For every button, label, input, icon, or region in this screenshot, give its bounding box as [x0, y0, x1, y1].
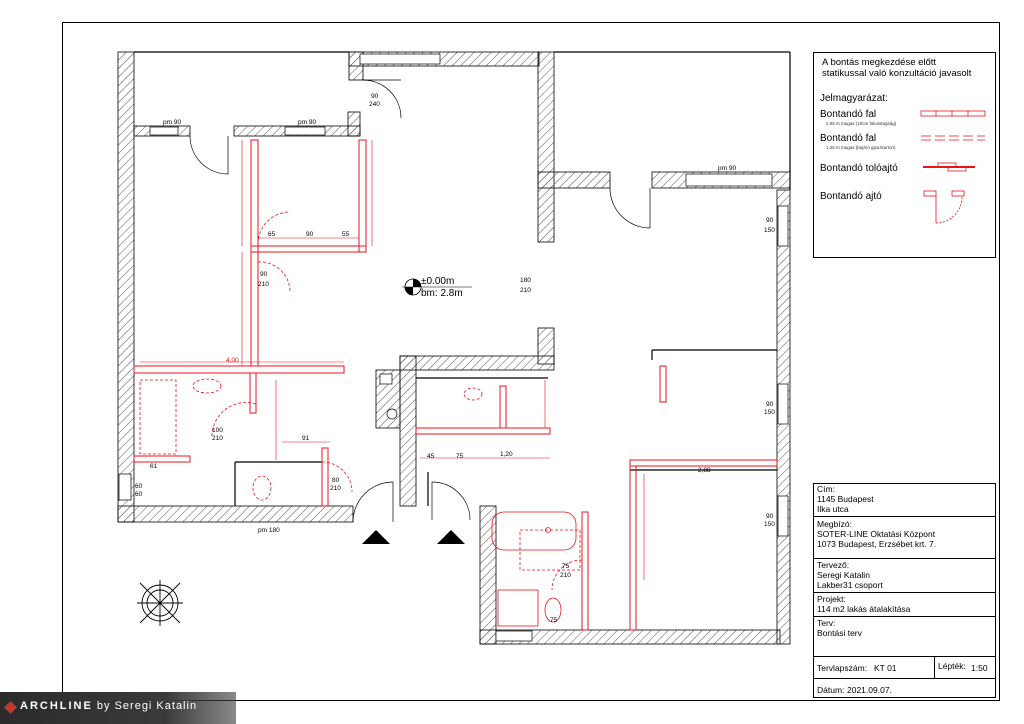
interior-walls [134, 51, 791, 506]
svg-text:1,20: 1,20 [500, 451, 513, 458]
svg-text:61: 61 [150, 463, 158, 470]
svg-text:90: 90 [766, 513, 774, 520]
svg-text:210: 210 [212, 435, 223, 442]
legend-box: A bontás megkezdése előtt statikussal va… [813, 52, 996, 258]
svg-text:90: 90 [766, 401, 774, 408]
demolition-walls [133, 139, 778, 631]
tb-project: Projekt: 114 m2 lakás átalakítása [814, 592, 995, 616]
structural-walls [117, 51, 791, 645]
svg-text:2,88: 2,88 [698, 467, 711, 474]
svg-text:60: 60 [135, 491, 143, 498]
svg-text:90: 90 [306, 231, 314, 238]
svg-text:90: 90 [766, 217, 774, 224]
door-swings [189, 79, 651, 523]
svg-text:90: 90 [260, 271, 268, 278]
brand-logo-text: ARCHLINE [20, 700, 93, 712]
entrance-arrows [362, 530, 465, 544]
svg-text:100: 100 [212, 427, 223, 434]
svg-text:pm 90: pm 90 [718, 165, 736, 172]
archline-brand: ARCHLINE by Seregi Katalin [0, 692, 236, 724]
misc-symbols [379, 373, 398, 420]
legend-wall-half: Bontandó fal [820, 133, 877, 144]
svg-text:75: 75 [456, 453, 464, 460]
svg-text:240: 240 [369, 101, 380, 108]
plan-labels: ±0.00m bm: 2.8m pm 90 pm 90 pm 90 pm 180… [135, 93, 775, 534]
plan-labels-red: 65 90 55 90 210 4,00 100 210 91 61 80 21… [150, 231, 711, 624]
svg-text:90: 90 [371, 93, 379, 100]
tb-sheet-number: Tervlapszám: KT 01 Lépték: 1:50 [814, 656, 995, 679]
legend-title: Jelmagyarázat: [820, 93, 888, 104]
svg-text:210: 210 [258, 281, 269, 288]
svg-text:75: 75 [562, 563, 570, 570]
tb-date: Dátum: 2021.09.07. [814, 678, 995, 698]
svg-text:75: 75 [550, 617, 558, 624]
svg-text:150: 150 [764, 409, 775, 416]
title-block: Cím: 1145 Budapest Ilka utca Megbízó: SO… [813, 483, 996, 698]
svg-text:150: 150 [764, 227, 775, 234]
legend-sliding-door: Bontandó tolóajtó [820, 163, 898, 174]
consult-note: A bontás megkezdése előtt statikussal va… [822, 57, 972, 79]
height-mark: bm: 2.8m [421, 288, 463, 299]
svg-text:pm 180: pm 180 [258, 527, 280, 534]
legend-wall-full-sub: 2,66 m magas (10cm falvastagság) [826, 121, 897, 126]
svg-text:210: 210 [560, 572, 571, 579]
drawing-sheet-frame [62, 22, 1000, 701]
legend-wall-half-symbol [921, 135, 985, 141]
north-compass [137, 580, 183, 626]
svg-text:pm 90: pm 90 [163, 119, 181, 126]
legend-wall-full: Bontandó fal [820, 109, 877, 120]
dimension-lines [140, 140, 777, 580]
svg-text:91: 91 [302, 435, 310, 442]
legend-door-symbol [923, 190, 965, 224]
svg-text:180: 180 [520, 277, 531, 284]
brand-by-text: by Seregi Katalin [96, 700, 198, 712]
tb-address: Cím: 1145 Budapest Ilka utca [817, 484, 874, 514]
legend-sliding-door-symbol [923, 162, 975, 172]
level-mark: ±0.00m [421, 276, 454, 287]
svg-text:pm 90: pm 90 [298, 119, 316, 126]
svg-text:210: 210 [330, 485, 341, 492]
bathroom-fixtures [491, 511, 577, 627]
svg-text:65: 65 [268, 231, 276, 238]
tb-designer: Tervező: Seregi Katalin Lakber31 csoport [814, 558, 995, 592]
legend-door: Bontandó ajtó [820, 191, 882, 202]
archline-logo-icon [4, 701, 17, 714]
tb-client: Megbízó: SOTER-LINE Oktatási Központ 107… [814, 516, 995, 558]
svg-text:210: 210 [520, 287, 531, 294]
legend-wall-full-symbol [920, 110, 986, 117]
svg-text:80: 80 [332, 477, 340, 484]
windows [118, 53, 789, 642]
level-marker [402, 278, 472, 296]
svg-text:45: 45 [427, 453, 435, 460]
tb-plan-type: Terv: Bontási terv [814, 616, 995, 656]
legend-wall-half-sub: 1,26 m magas (bejáró gipszkarton) [826, 145, 896, 150]
demolition-dashed [139, 211, 583, 591]
svg-text:55: 55 [342, 231, 350, 238]
svg-text:60: 60 [135, 483, 143, 490]
svg-text:4,00: 4,00 [226, 357, 239, 364]
svg-text:150: 150 [764, 521, 775, 528]
